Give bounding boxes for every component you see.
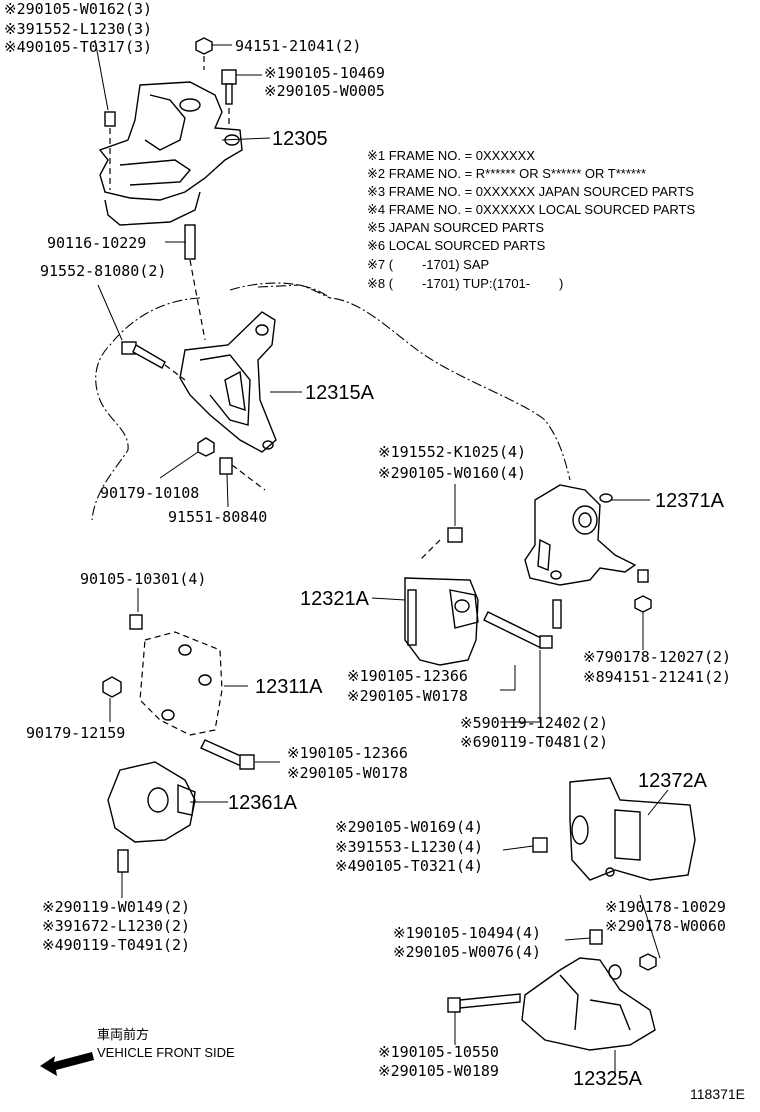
- callout-90105-W0178-b: ※290105-W0178: [287, 764, 408, 782]
- part-12311A: 12311A: [255, 676, 323, 698]
- callout-90119-T0491: ※490119-T0491(2): [42, 936, 191, 954]
- nut-90178-12027: [634, 595, 652, 613]
- bolt-90105-W0162: [104, 111, 116, 127]
- engine-mount-bracket-12325A: [521, 957, 656, 1051]
- callout-90105-W0169: ※290105-W0169(4): [335, 818, 484, 836]
- vehicle-front-arrow-icon: [40, 1052, 94, 1076]
- note-8: ※8 ( -1701) TUP:(1701- ): [367, 276, 564, 291]
- part-12372A: 12372A: [638, 770, 707, 792]
- note-2: ※2 FRAME NO. = R****** OR S****** OR T**…: [367, 166, 647, 181]
- part-12315A: 12315A: [305, 382, 374, 404]
- callout-91552-K1025: ※191552-K1025(4): [378, 443, 527, 461]
- bolt-90105-10469: [221, 69, 237, 85]
- nut-90178-10029: [639, 953, 657, 971]
- callout-91672-L1230: ※391672-L1230(2): [42, 917, 191, 935]
- bolt-91551-80840: [219, 457, 233, 475]
- callout-90105-W0178-a: ※290105-W0178: [347, 687, 468, 705]
- callout-90105-10301: 90105-10301(4): [80, 570, 207, 588]
- nut-90179-10108: [197, 437, 215, 457]
- engine-outline: [91, 297, 201, 521]
- leader-lines: [94, 39, 669, 1075]
- callout-90105-W0162: ※290105-W0162(3): [4, 0, 153, 18]
- callout-90105-10494: ※190105-10494(4): [393, 924, 542, 942]
- bolt-90119-12402: [552, 599, 562, 629]
- engine-mount-12305: [98, 81, 243, 226]
- callout-94151-21241: ※894151-21241(2): [583, 668, 732, 686]
- callout-91552-L1230: ※391552-L1230(3): [4, 20, 153, 38]
- callout-90105-10469: ※190105-10469: [264, 64, 385, 82]
- nut-94151-21041: [195, 37, 213, 55]
- callout-90105-12366-a: ※190105-12366: [347, 667, 468, 685]
- bolt-90105-W0169: [532, 837, 548, 853]
- note-3: ※3 FRAME NO. = 0XXXXXX JAPAN SOURCED PAR…: [367, 184, 694, 199]
- note-4: ※4 FRAME NO. = 0XXXXXX LOCAL SOURCED PAR…: [367, 202, 696, 217]
- bolt-90105-12366b: [200, 739, 246, 767]
- callout-90105-W0189: ※290105-W0189: [378, 1062, 499, 1080]
- callout-90105-W0076: ※290105-W0076(4): [393, 943, 542, 961]
- callout-90119-12402: ※590119-12402(2): [460, 714, 609, 732]
- callout-90178-W0060: ※290178-W0060: [605, 917, 726, 935]
- engine-mount-bracket-12315A: [179, 311, 277, 453]
- callout-91553-L1230: ※391553-L1230(4): [335, 838, 484, 856]
- engine-mount-12372A: [569, 777, 696, 881]
- part-12361A: 12361A: [228, 792, 297, 814]
- engine-mount-12371A: [524, 484, 637, 586]
- direction-jp: 車両前方: [97, 1027, 150, 1042]
- part-12371A: 12371A: [655, 490, 724, 512]
- note-7: ※7 ( -1701) SAP: [367, 257, 490, 272]
- callout-90178-10029: ※190178-10029: [605, 898, 726, 916]
- part-12305: 12305: [272, 128, 328, 150]
- note-6: ※6 LOCAL SOURCED PARTS: [367, 238, 546, 253]
- part-12325A: 12325A: [573, 1068, 642, 1090]
- diagram-code: 118371E: [690, 1086, 746, 1102]
- nut-90179-12159: [102, 676, 122, 698]
- callout-90105-12366-b: ※190105-12366: [287, 744, 408, 762]
- callout-90105-W0005: ※290105-W0005: [264, 82, 385, 100]
- callout-94151-21041: 94151-21041(2): [235, 37, 362, 55]
- callout-90179-10108: 90179-10108: [100, 484, 200, 502]
- callout-90105-10550: ※190105-10550: [378, 1043, 499, 1061]
- bolt-90119-W0149: [117, 849, 129, 873]
- callout-91552-81080: 91552-81080(2): [40, 262, 167, 280]
- callout-90105-T0321: ※490105-T0321(4): [335, 857, 484, 875]
- callout-90105-W0160: ※290105-W0160(4): [378, 464, 527, 482]
- callout-90119-T0481: ※690119-T0481(2): [460, 733, 609, 751]
- callout-90179-12159: 90179-12159: [26, 724, 126, 742]
- bolt-90105-10301: [129, 614, 143, 630]
- engine-mount-12361A: [107, 761, 196, 843]
- note-1: ※1 FRAME NO. = 0XXXXXX: [367, 148, 536, 163]
- bolt-91552-K1025: [447, 527, 463, 543]
- part-12321A: 12321A: [300, 588, 369, 610]
- callout-90178-12027: ※790178-12027(2): [583, 648, 732, 666]
- note-5: ※5 JAPAN SOURCED PARTS: [367, 220, 545, 235]
- callout-90105-T0317: ※490105-T0317(3): [4, 38, 153, 56]
- engine-mount-bracket-12311A: [139, 631, 223, 736]
- engine-outline-right: [229, 282, 571, 481]
- callout-91551-80840: 91551-80840: [168, 508, 268, 526]
- bolt-90105-10550: [459, 993, 521, 1009]
- direction-en: VEHICLE FRONT SIDE: [97, 1045, 235, 1060]
- stud-90116-10229: [184, 224, 196, 260]
- bolt-90105-12366: [483, 611, 546, 649]
- callout-90116-10229: 90116-10229: [47, 234, 147, 252]
- bolt-90105-10494: [589, 929, 603, 945]
- engine-mount-12321A: [404, 577, 479, 666]
- callout-90119-W0149: ※290119-W0149(2): [42, 898, 191, 916]
